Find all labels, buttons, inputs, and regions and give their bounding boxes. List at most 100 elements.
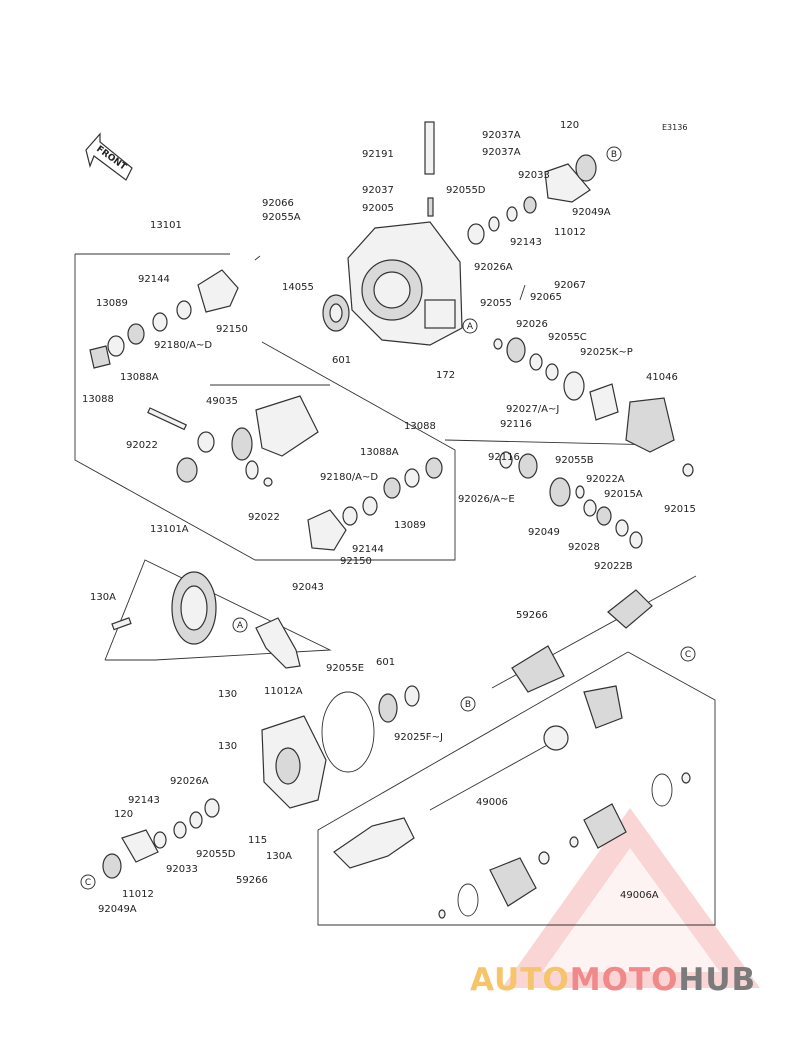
pinion-shaft [424, 121, 435, 217]
part-label: 115 [248, 835, 267, 846]
seal-14055 [322, 294, 350, 332]
part-label: 92026 [516, 319, 548, 330]
part-label: 92025F~J [394, 732, 443, 743]
part-label: 120 [560, 120, 579, 131]
part-label: 13089 [96, 298, 128, 309]
part-label: 92055D [196, 849, 236, 860]
part-label: 13088 [82, 394, 114, 405]
part-label: 120 [114, 809, 133, 820]
part-label: 92143 [510, 237, 542, 248]
part-label: 92055C [548, 332, 587, 343]
part-label: 92150 [216, 324, 248, 335]
part-label: 92025K~P [580, 347, 633, 358]
part-label: 13089 [394, 520, 426, 531]
part-label: 92143 [128, 795, 160, 806]
axle-shaft-lower [333, 685, 623, 869]
part-label: 49006 [476, 797, 508, 808]
watermark-part-3: HUB [678, 962, 757, 998]
part-label: 92116 [488, 452, 520, 463]
part-label: 92028 [568, 542, 600, 553]
ring-gear [111, 571, 217, 645]
yoke-right [307, 457, 443, 551]
part-label: 92026A [474, 262, 513, 273]
part-label: 92033 [518, 170, 550, 181]
part-label: 92037A [482, 130, 521, 141]
boots [438, 772, 691, 919]
part-label: 13088 [404, 421, 436, 432]
part-label: 92033 [166, 864, 198, 875]
part-label: 92015A [604, 489, 643, 500]
part-label: 11012 [122, 889, 154, 900]
right-bearings [493, 337, 694, 477]
differential-case [147, 395, 319, 487]
right-bearings-lower [499, 451, 643, 549]
part-label: 92049A [98, 904, 137, 915]
part-label: 13101A [150, 524, 189, 535]
marker-letter: B [611, 150, 617, 160]
part-label: 92026/A~E [458, 494, 515, 505]
marker-circles [80, 146, 696, 890]
part-label: 92066 [262, 198, 294, 209]
seal-and-oring [321, 685, 420, 773]
part-label: 130 [218, 689, 237, 700]
part-label: 92067 [554, 280, 586, 291]
part-label: 130 [218, 741, 237, 752]
part-label: 92150 [340, 556, 372, 567]
part-label: 59266 [516, 610, 548, 621]
bearing-set-upper [467, 154, 597, 245]
part-label: 92037 [362, 185, 394, 196]
part-label: 92055A [262, 212, 301, 223]
part-label: 13088A [120, 372, 159, 383]
lower-left-bearings [102, 798, 220, 879]
marker-letter: A [237, 621, 244, 631]
part-label: 92180/A~D [320, 472, 378, 483]
axle-shaft-upper [491, 575, 697, 693]
part-label: 92065 [530, 292, 562, 303]
part-label: 130A [266, 851, 292, 862]
part-label: 92049 [528, 527, 560, 538]
part-label: 92037A [482, 147, 521, 158]
assembly-outlines [74, 253, 716, 926]
marker-letter: C [85, 878, 91, 888]
part-label: 92055D [446, 185, 486, 196]
part-label: 14055 [282, 282, 314, 293]
part-label: 130A [90, 592, 116, 603]
part-label: 49006A [620, 890, 659, 901]
marker-letter: C [685, 650, 691, 660]
part-label: 92015 [664, 504, 696, 515]
differential-housing [347, 221, 463, 346]
part-label: 601 [332, 355, 351, 366]
part-label: 92144 [138, 274, 170, 285]
yoke-left [89, 269, 239, 369]
marker-letters: A A B B C C [85, 150, 691, 888]
part-label: 92026A [170, 776, 209, 787]
part-label: 92005 [362, 203, 394, 214]
part-label: 92043 [292, 582, 324, 593]
part-label: 601 [376, 657, 395, 668]
part-label: 11012 [554, 227, 586, 238]
part-label: 172 [436, 370, 455, 381]
watermark-part-2: MOTO [569, 962, 679, 998]
part-label: 92055B [555, 455, 594, 466]
part-label: 92055E [326, 663, 364, 674]
part-label: 92144 [352, 544, 384, 555]
part-label: 13101 [150, 220, 182, 231]
watermark-text: AUTOMOTOHUB [470, 962, 790, 998]
part-label: 92022 [248, 512, 280, 523]
cover-11012A [261, 715, 327, 809]
part-label: 92022B [594, 561, 633, 572]
marker-letter: A [467, 322, 474, 332]
watermark-triangle [502, 808, 760, 988]
part-label: 49035 [206, 396, 238, 407]
part-label: 41046 [646, 372, 678, 383]
part-label: 13088A [360, 447, 399, 458]
part-label: 92022 [126, 440, 158, 451]
front-arrow-icon: FRONT [85, 132, 133, 181]
part-label: 92180/A~D [154, 340, 212, 351]
watermark-part-1: AUTO [470, 962, 570, 998]
part-label: 59266 [236, 875, 268, 886]
part-label: 11012A [264, 686, 303, 697]
diagram-code: E3136 [662, 123, 687, 132]
marker-letter: B [465, 700, 471, 710]
